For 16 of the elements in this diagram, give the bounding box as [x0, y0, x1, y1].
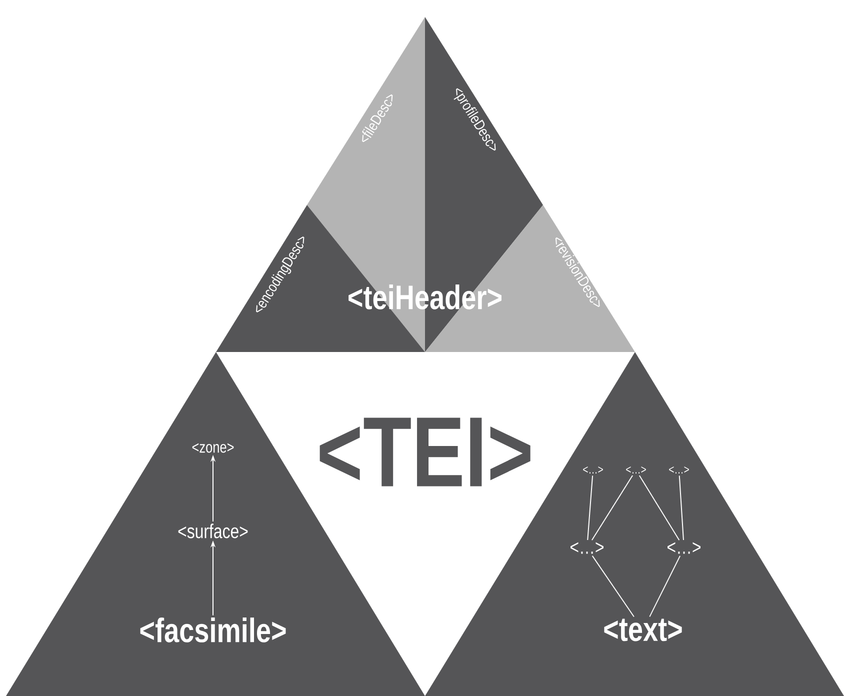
- element-label: <surface>: [178, 524, 248, 538]
- element-label: <…>: [570, 542, 604, 554]
- element-label: <zone>: [192, 443, 234, 453]
- tree-line: [649, 555, 681, 618]
- element-label: <…>: [668, 542, 700, 554]
- tree-line: [592, 555, 634, 618]
- element-label: <…>: [583, 466, 603, 474]
- element-title: <facsimile>: [140, 618, 286, 642]
- tree-line: [591, 475, 634, 541]
- element-label: <…>: [626, 466, 646, 474]
- tree-line: [678, 475, 684, 540]
- element-title: <text>: [604, 618, 682, 642]
- tree-line: [638, 475, 680, 541]
- element-label: <…>: [669, 466, 689, 474]
- title-label: <TEI>: [320, 418, 530, 486]
- tree-line: [587, 475, 594, 540]
